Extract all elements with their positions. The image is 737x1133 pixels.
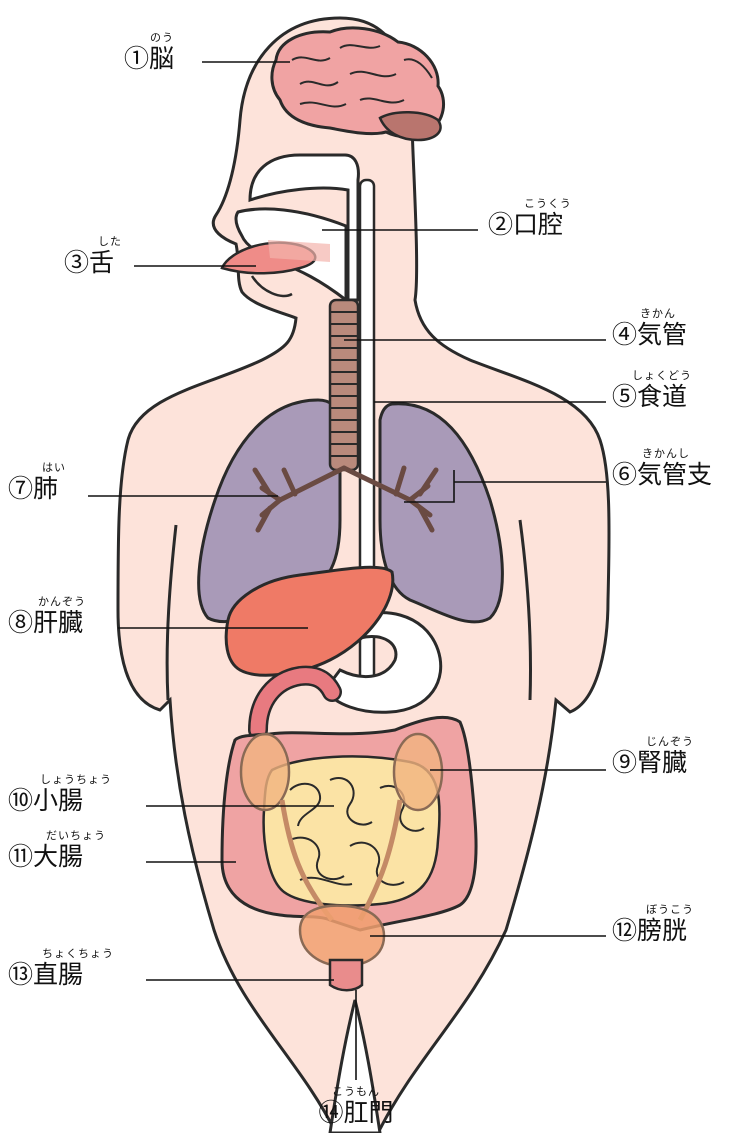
label-tongue: した ③舌 <box>64 236 122 275</box>
label-lung: はい ⑦肺 <box>8 462 66 501</box>
text-brain: ①脳 <box>124 46 174 71</box>
label-esophagus: しょくどう ⑤食道 <box>612 370 692 409</box>
label-small-intestine: しょうちょう ⑩小腸 <box>8 774 112 813</box>
label-large-intestine: だいちょう ⑪大腸 <box>8 830 106 869</box>
text-liver: ⑧肝臓 <box>8 610 86 635</box>
text-bronchus: ⑥気管支 <box>612 462 712 487</box>
text-mouth: ②口腔 <box>488 212 572 237</box>
furigana-bronchus: きかんし <box>612 448 712 459</box>
label-bronchus: きかんし ⑥気管支 <box>612 448 712 487</box>
furigana-mouth: こうくう <box>488 198 572 209</box>
text-anus: ⑭肛門 <box>306 1100 406 1125</box>
furigana-liver: かんぞう <box>8 596 86 607</box>
furigana-small-intestine: しょうちょう <box>8 774 112 785</box>
label-rectum: ちょくちょう ⑬直腸 <box>8 948 114 987</box>
text-bladder: ⑫膀胱 <box>612 918 694 943</box>
furigana-large-intestine: だいちょう <box>8 830 106 841</box>
label-liver: かんぞう ⑧肝臓 <box>8 596 86 635</box>
furigana-esophagus: しょくどう <box>612 370 692 381</box>
text-rectum: ⑬直腸 <box>8 962 114 987</box>
text-large-intestine: ⑪大腸 <box>8 844 106 869</box>
right-kidney <box>394 734 442 810</box>
furigana-brain: のう <box>124 32 174 43</box>
label-trachea: きかん ④気管 <box>612 308 687 347</box>
furigana-rectum: ちょくちょう <box>8 948 114 959</box>
furigana-tongue: した <box>64 236 122 247</box>
furigana-bladder: ぼうこう <box>612 904 694 915</box>
label-brain: のう ①脳 <box>124 32 174 71</box>
label-kidney: じんぞう ⑨腎臓 <box>612 736 694 775</box>
rectum-shape <box>330 960 362 990</box>
text-kidney: ⑨腎臓 <box>612 750 694 775</box>
label-mouth: こうくう ②口腔 <box>488 198 572 237</box>
text-tongue: ③舌 <box>64 250 122 275</box>
furigana-trachea: きかん <box>612 308 687 319</box>
left-kidney <box>241 734 289 810</box>
furigana-anus: こうもん <box>306 1086 406 1097</box>
label-bladder: ぼうこう ⑫膀胱 <box>612 904 694 943</box>
furigana-kidney: じんぞう <box>612 736 694 747</box>
text-small-intestine: ⑩小腸 <box>8 788 112 813</box>
text-trachea: ④気管 <box>612 322 687 347</box>
furigana-lung: はい <box>8 462 66 473</box>
label-anus: こうもん ⑭肛門 <box>306 1086 406 1125</box>
text-esophagus: ⑤食道 <box>612 384 692 409</box>
text-lung: ⑦肺 <box>8 476 66 501</box>
trachea-rings <box>330 300 358 470</box>
